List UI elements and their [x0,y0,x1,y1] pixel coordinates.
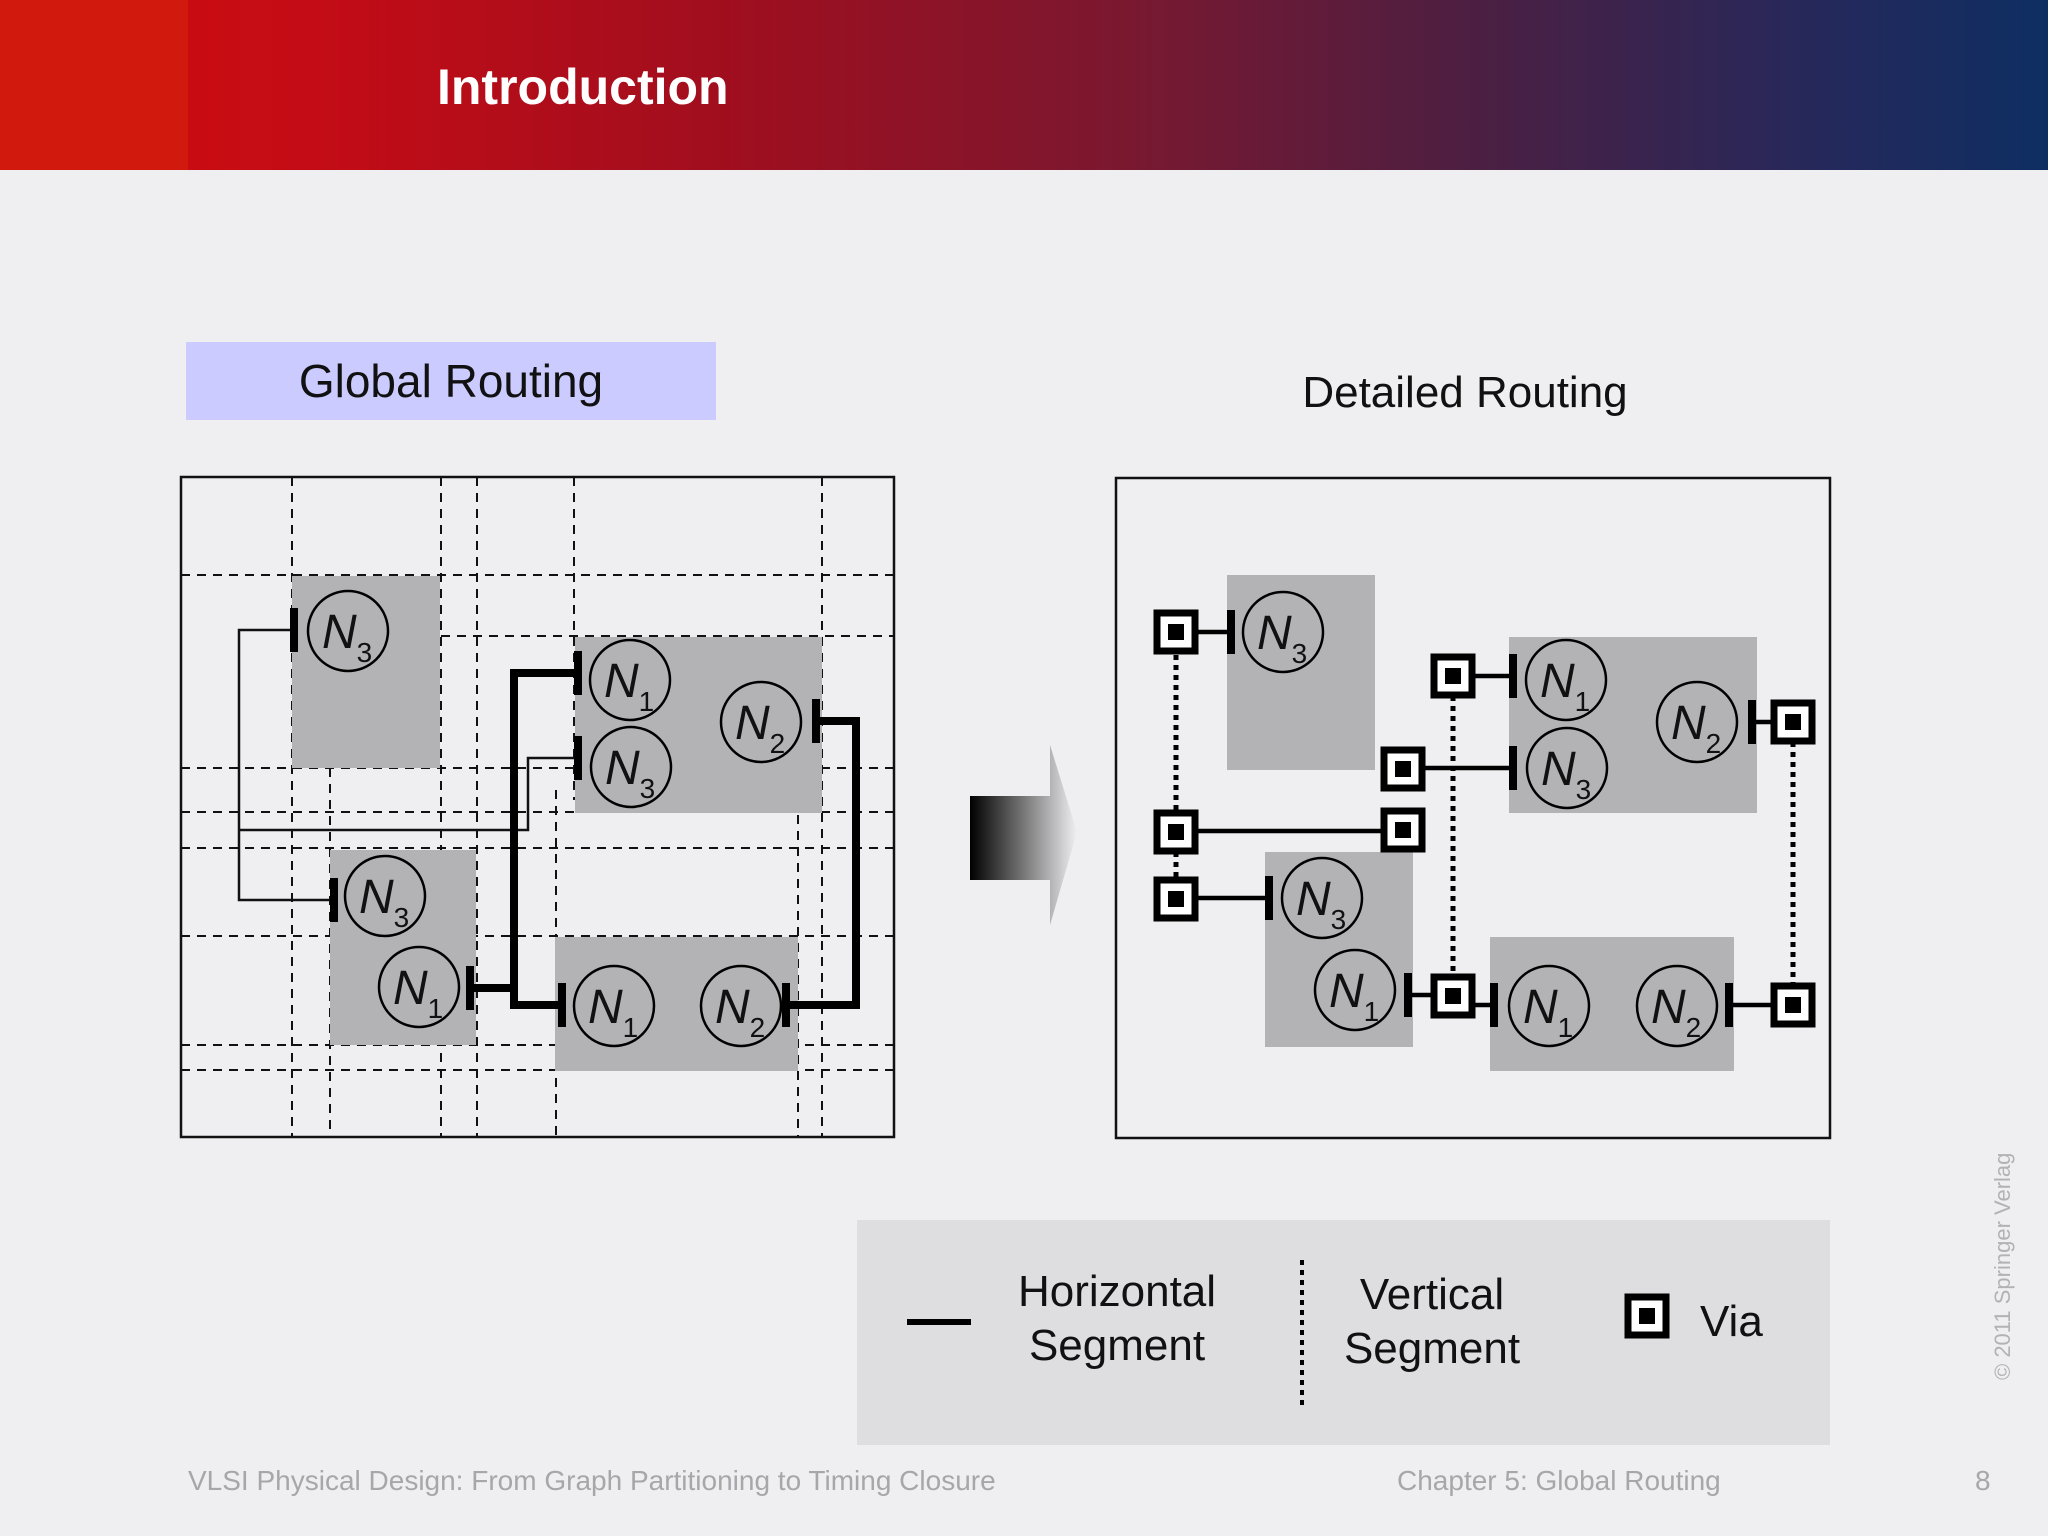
detailed-cell [1227,575,1375,770]
global-routing-label: Global Routing [298,355,604,407]
global-cell [555,937,798,1071]
via-icon [1380,807,1426,853]
detailed-cell [1265,852,1413,1047]
page-number: 8 [1975,1465,1991,1496]
net-label: N1 [393,962,443,1024]
detailed-pins [1227,610,1756,1027]
detailed-panel-frame [1114,476,1832,1140]
net-label: N3 [605,742,655,804]
detailed-vertical-segments [1173,655,1796,984]
global-net-circles [306,589,803,1048]
net-label: N1 [604,655,654,717]
via-icon [1770,699,1816,745]
detailed-net-circles [1241,590,1739,1048]
horizontal-segment-icon [907,1319,971,1325]
net-label: N2 [1671,697,1721,759]
net-label: N2 [715,981,765,1043]
detailed-routing-label: Detailed Routing [1302,368,1628,417]
via-icon [1153,876,1199,922]
detailed-routing-panel: N3 N1 N3 N2 N3 N1 N1 N2 [1114,476,1832,1140]
copyright-notice: © 2011 Springer Verlag [1990,1152,2015,1380]
detailed-cell [1509,637,1757,813]
global-cell [330,850,476,1045]
net-label: N1 [1523,981,1573,1043]
net-label: N3 [1541,743,1591,805]
net-label: N2 [735,697,785,759]
legend-horizontal-line2: Segment [1028,1321,1206,1370]
legend-horizontal-label: Horizontal Segment [997,1265,1237,1373]
net-label: N1 [1329,965,1379,1027]
footer-book-title: VLSI Physical Design: From Graph Partiti… [188,1465,996,1496]
global-cell [292,576,440,768]
net-label: N3 [359,871,409,933]
global-thick-routes [470,669,860,1009]
legend: Horizontal Segment Vertical Segment Via [857,1220,1830,1445]
header-accent [0,0,188,170]
legend-vertical-line2: Segment [1343,1324,1521,1373]
via-icon [1153,609,1199,655]
global-routing-panel: N3 N1 N3 N2 N3 N1 N1 N2 [179,475,896,1139]
net-label: N3 [1257,607,1307,669]
via-icon [1380,746,1426,792]
net-label: N3 [322,606,372,668]
legend-via-label: Via [1700,1297,1763,1346]
global-net-labels: N3 N1 N3 N2 N3 N1 N1 N2 [322,606,785,1043]
net-label: N1 [1540,655,1590,717]
via-icon [1624,1293,1670,1339]
net-label: N2 [1651,981,1701,1043]
slide-header [0,0,2048,170]
via-icon [1770,982,1816,1028]
legend-horizontal-line1: Horizontal [1017,1267,1217,1316]
detailed-net-labels: N3 N1 N3 N2 N3 N1 N1 N2 [1257,607,1721,1043]
global-pins [290,608,820,1027]
slide-title: Introduction [437,59,729,115]
legend-vertical-label: Vertical Segment [1327,1268,1537,1376]
net-label: N1 [588,981,638,1043]
via-icon [1430,973,1476,1019]
vertical-segment-icon [1300,1260,1304,1405]
global-routing-label-box: Global Routing [186,342,716,420]
global-panel-frame [179,475,896,1139]
transition-arrow [970,745,1077,925]
detailed-cell [1490,937,1734,1071]
detailed-vias [1153,609,1816,1028]
global-cell [575,637,822,813]
legend-vertical-line1: Vertical [1359,1270,1505,1319]
footer-chapter: Chapter 5: Global Routing [1397,1465,1721,1496]
via-icon [1153,809,1199,855]
global-thin-routes [237,628,578,902]
via-icon [1430,653,1476,699]
net-label: N3 [1296,873,1346,935]
